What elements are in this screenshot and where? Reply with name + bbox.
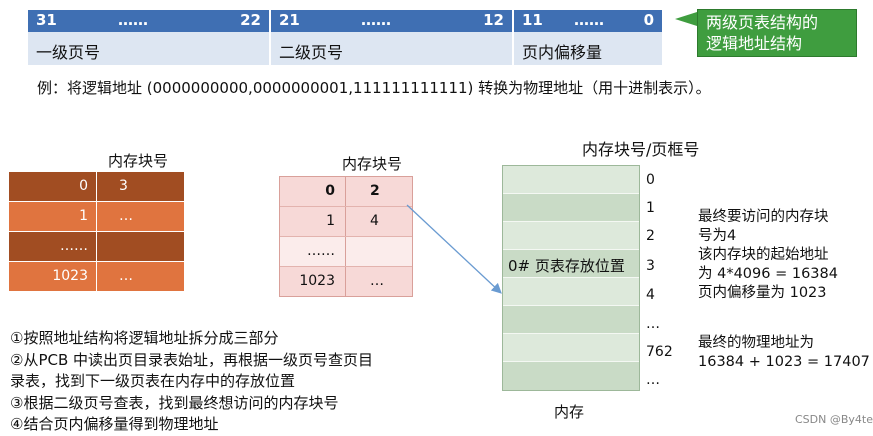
table-row: …… [9,232,184,262]
callout-text: 两级页表结构的 逻辑地址结构 [706,13,819,53]
memory-block [503,306,639,334]
row-index: 1023 [280,267,346,296]
row-index: 1 [280,207,346,236]
first-table-label: 内存块号 [108,152,169,170]
second-table-label: 内存块号 [342,155,403,173]
bit-22: 22 [240,11,261,29]
frame-number: 762 [646,344,673,360]
row-value: … [119,268,133,284]
table-row: 0 2 [280,177,412,207]
field-level2-page: 二级页号 [271,32,514,65]
address-bit-header: 31 …… 22 21 …… 12 11 …… 0 [28,10,662,32]
second-level-page-table: 0 2 1 4 …… 1023 … [279,176,413,297]
row-index: 0 [280,177,346,206]
table-row: 1023 … [280,267,412,296]
row-value: 2 [370,183,380,199]
row-value: 4 [370,213,379,229]
memory-block [503,278,639,306]
row-value: … [119,208,133,224]
row-value: 3 [119,178,128,194]
bit-0: 0 [643,11,654,29]
memory-block-page-table: 0# 页表存放位置 [503,250,639,278]
bit-dots: …… [118,11,148,29]
bit-31: 31 [36,11,57,29]
memory-block [503,194,639,222]
memory-column: 0# 页表存放位置 [502,165,640,391]
callout-pointer [675,12,697,26]
step-item: 录表，找到下一级页表在内存中的存放位置 [10,372,296,390]
step-item: ④结合页内偏移量得到物理地址 [10,415,219,433]
row-value: … [370,273,384,289]
logical-address-structure: 31 …… 22 21 …… 12 11 …… 0 一级页号 二级页号 页内偏移… [28,10,662,65]
memory-block [503,222,639,250]
frame-number: 0 [646,172,655,188]
frame-number: 2 [646,228,655,244]
page-table-note: 0# 页表存放位置 [508,257,625,275]
memory-block [503,334,639,362]
bit-dots: …… [361,11,391,29]
memory-label: 内存块号/页框号 [582,140,700,159]
first-level-page-table: 0 3 1 … …… 1023 … [9,172,184,292]
bit-dots: …… [574,11,604,29]
bits-offset: 11 …… 0 [514,10,662,32]
frame-number: 3 [646,258,655,274]
table-row: …… [280,237,412,267]
frame-number: 4 [646,287,655,303]
table-row: 0 3 [9,172,184,202]
watermark: CSDN @By4te [795,413,873,426]
memory-block [503,166,639,194]
step-item: ③根据二级页号查表，找到最终想访问的内存块号 [10,393,339,412]
row-index: 1 [9,202,97,231]
field-offset: 页内偏移量 [514,32,662,65]
frame-number: … [646,316,660,332]
bit-21: 21 [279,11,300,29]
row-index: 1023 [9,262,97,291]
bits-level1: 31 …… 22 [28,10,271,32]
structure-callout: 两级页表结构的 逻辑地址结构 [697,9,857,57]
field-level1-page: 一级页号 [28,32,271,65]
table-row: 1 4 [280,207,412,237]
block-calculation-note: 最终要访问的内存块 号为4 该内存块的起始地址 为 4*4096 = 16384… [698,209,838,301]
frame-number: 1 [646,200,655,216]
bit-11: 11 [522,11,543,29]
table-row: 1023 … [9,262,184,292]
step-item: ②从PCB 中读出页目录表始址，再根据一级页号查页目 [10,350,374,369]
table-row: 1 … [9,202,184,232]
memory-block [503,362,639,390]
bit-12: 12 [483,11,504,29]
address-field-names: 一级页号 二级页号 页内偏移量 [28,32,662,65]
row-index: …… [9,232,97,261]
row-index: …… [280,237,346,266]
example-text: 例：将逻辑地址 (0000000000,0000000001,111111111… [37,79,711,97]
steps-list: ①按照地址结构将逻辑地址拆分成三部分 ②从PCB 中读出页目录表始址，再根据一级… [10,328,373,436]
step-item: ①按照地址结构将逻辑地址拆分成三部分 [10,329,279,347]
memory-caption: 内存 [554,403,585,421]
physical-address-result: 最终的物理地址为 16384 + 1023 = 17407 [698,335,870,370]
row-index: 0 [9,172,97,201]
bits-level2: 21 …… 12 [271,10,514,32]
frame-number: … [646,372,660,388]
